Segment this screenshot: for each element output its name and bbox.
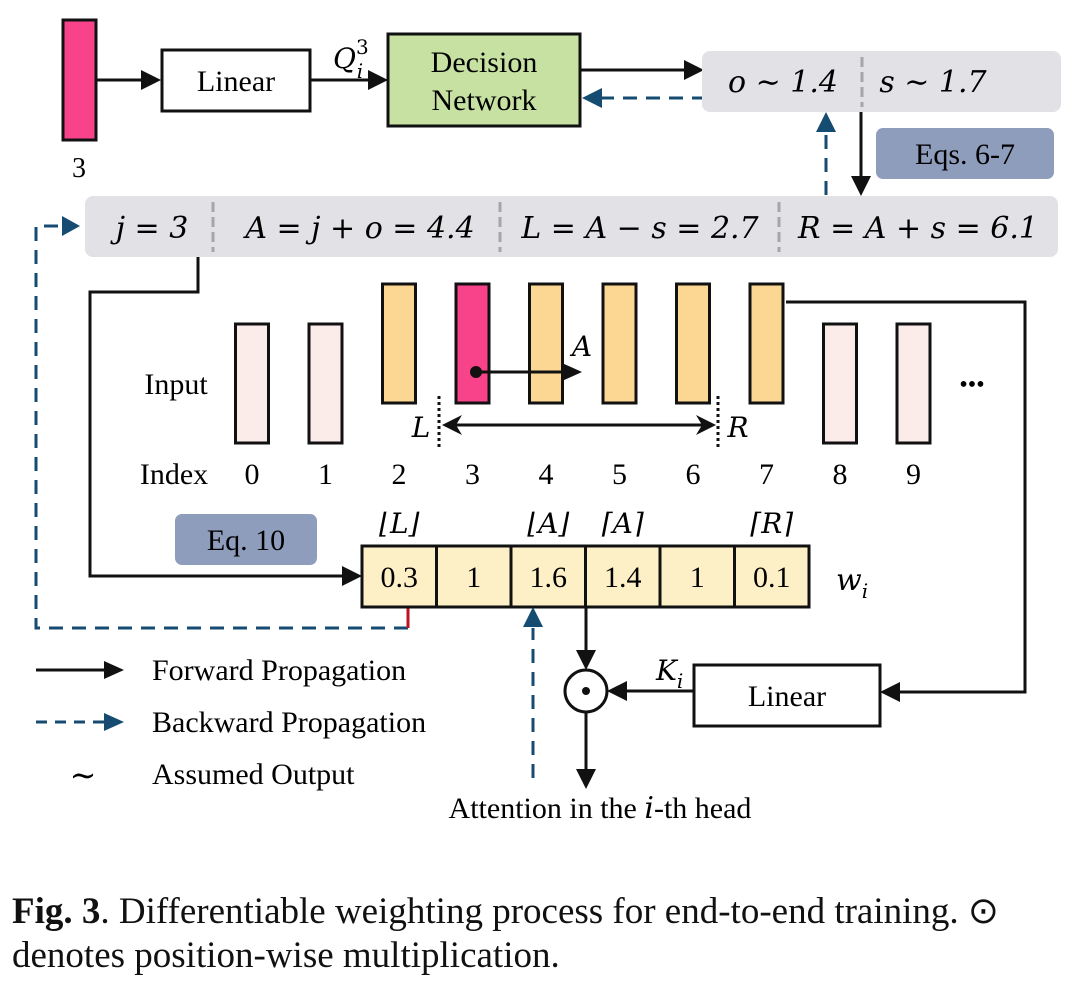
arrowhead-icon bbox=[62, 216, 80, 236]
output-label: Attention in the i-th head bbox=[449, 791, 752, 826]
index-row-label: Index bbox=[140, 458, 208, 491]
weight-cell bbox=[733, 544, 811, 609]
arrowhead-icon bbox=[576, 650, 596, 670]
weight-value: 1 bbox=[466, 561, 481, 594]
token-outside-1 bbox=[307, 322, 344, 445]
weight-cell bbox=[658, 544, 736, 609]
token-outside-0 bbox=[234, 322, 270, 445]
arrowhead-icon bbox=[582, 88, 602, 108]
arrow-j-to-weights bbox=[88, 257, 345, 578]
formula-A: A = j + o = 4.4 bbox=[242, 211, 474, 246]
formula-L: L = A − s = 2.7 bbox=[520, 211, 759, 246]
arrowhead-icon bbox=[880, 682, 900, 702]
weight-value: 1.4 bbox=[604, 561, 642, 594]
token-window-2 bbox=[381, 282, 417, 405]
legend-tilde-icon: ∼ bbox=[70, 757, 97, 793]
arrowhead-icon bbox=[342, 566, 362, 586]
token-index-label: 3 bbox=[465, 458, 480, 491]
formula-R: R = A + s = 6.1 bbox=[797, 211, 1038, 246]
linear-bottom-label: Linear bbox=[748, 680, 826, 713]
k-label: Ki bbox=[655, 654, 683, 693]
token-index-label: 6 bbox=[686, 458, 701, 491]
legend-assumed-label: Assumed Output bbox=[152, 758, 355, 791]
query-token-index-label: 3 bbox=[72, 153, 86, 184]
arrowhead-icon bbox=[607, 681, 627, 701]
linear-top-label: Linear bbox=[197, 65, 275, 98]
arrowhead-icon bbox=[851, 176, 871, 196]
formula-j: j = 3 bbox=[110, 211, 189, 246]
token-index-label: 5 bbox=[612, 458, 627, 491]
token-outside-8 bbox=[822, 322, 858, 445]
weight-position-label: ⌈R⌉ bbox=[750, 507, 793, 540]
token-index-label: 1 bbox=[318, 458, 333, 491]
legend-backward-arrow-icon bbox=[104, 713, 124, 731]
legend-forward-label: Forward Propagation bbox=[152, 654, 406, 687]
weight-position-label: ⌈A⌉ bbox=[602, 507, 644, 540]
token-index-label: 2 bbox=[392, 458, 407, 491]
eq-10-label: Eq. 10 bbox=[207, 524, 285, 557]
weight-value: 1.6 bbox=[530, 561, 568, 594]
output-panel bbox=[702, 51, 1061, 112]
arrowhead-icon bbox=[562, 363, 582, 381]
caption-text: . Differentiable weighting process for e… bbox=[12, 891, 999, 976]
eqs-6-7-badge bbox=[876, 128, 1054, 179]
weight-cell bbox=[509, 544, 587, 609]
caption-label: Fig. 3 bbox=[12, 891, 101, 932]
arrow-tokens-to-key-linear bbox=[786, 300, 1027, 694]
decision-network-box bbox=[386, 32, 582, 128]
arrowhead-icon bbox=[684, 60, 704, 80]
query-token-top bbox=[61, 18, 98, 142]
decision-network-label-1: Decision bbox=[431, 46, 538, 79]
weight-cell bbox=[435, 544, 513, 609]
weight-value: 0.3 bbox=[381, 561, 419, 594]
token-index-label: 4 bbox=[539, 458, 554, 491]
token-index-label: 0 bbox=[245, 458, 260, 491]
marker-R: R bbox=[726, 411, 748, 444]
marker-A: A bbox=[569, 330, 592, 363]
token-index-label: 8 bbox=[833, 458, 848, 491]
linear-bottom-box bbox=[692, 663, 882, 728]
arrowhead-icon bbox=[696, 415, 716, 435]
multiply-dot bbox=[582, 687, 590, 695]
decision-network-label-2: Network bbox=[432, 84, 537, 117]
arrowhead-icon bbox=[141, 70, 161, 90]
weight-cell bbox=[360, 544, 438, 609]
weights-label: wi bbox=[836, 563, 868, 603]
arrowhead-icon bbox=[523, 607, 543, 627]
arrowhead-icon bbox=[368, 70, 388, 90]
arrowhead-icon bbox=[816, 112, 836, 132]
token-window-6 bbox=[675, 282, 711, 405]
legend-forward-arrow-icon bbox=[104, 661, 124, 679]
input-row-label: Input bbox=[144, 368, 208, 401]
weight-value: 1 bbox=[690, 561, 705, 594]
token-window-5 bbox=[601, 282, 638, 405]
token-query-3 bbox=[454, 282, 491, 405]
formula-bar bbox=[85, 196, 1058, 257]
marker-L: L bbox=[411, 411, 431, 444]
eq-10-badge bbox=[175, 514, 317, 565]
token-index-label: 7 bbox=[759, 458, 774, 491]
weight-vector: 0.3 ⌊L⌋ 1 1.6 ⌊A⌋ 1.4 ⌈A⌉ 1 0.1 ⌈R⌉ bbox=[360, 507, 811, 609]
ellipsis: ••• bbox=[959, 372, 984, 398]
weight-position-label: ⌊L⌋ bbox=[379, 507, 420, 540]
token-window-4 bbox=[528, 282, 564, 405]
token-sequence: 0 1 2 3 4 5 6 7 8 9 bbox=[234, 282, 932, 491]
figure-caption: Fig. 3. Differentiable weighting process… bbox=[12, 890, 1072, 978]
arrowhead-icon bbox=[576, 769, 596, 789]
s-output: s ∼ 1.7 bbox=[879, 65, 987, 100]
token-window-7 bbox=[748, 282, 785, 405]
weight-value: 0.1 bbox=[753, 561, 791, 594]
backward-loop-to-formula bbox=[34, 224, 408, 630]
o-output: o ∼ 1.4 bbox=[728, 65, 838, 100]
arrowhead-icon bbox=[442, 415, 462, 435]
token-index-label: 9 bbox=[906, 458, 921, 491]
legend-backward-label: Backward Propagation bbox=[152, 706, 426, 739]
token-outside-9 bbox=[895, 322, 932, 445]
eqs-6-7-label: Eqs. 6-7 bbox=[915, 138, 1015, 171]
weight-position-label: ⌊A⌋ bbox=[527, 507, 569, 540]
